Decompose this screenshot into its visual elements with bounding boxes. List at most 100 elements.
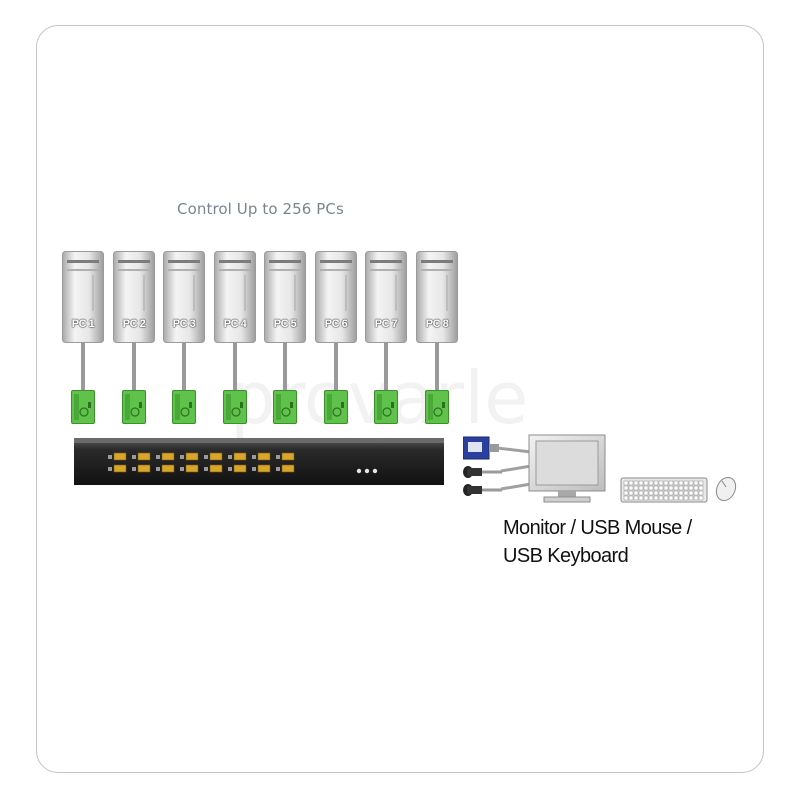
keyboard-key (693, 480, 699, 486)
switch-led (108, 467, 112, 471)
pc-cable (81, 343, 85, 391)
diagram-frame (36, 25, 764, 773)
usb-connector-icon (462, 464, 502, 483)
keyboard-key (678, 485, 684, 491)
keyboard-key (698, 480, 704, 486)
kvm-switch-icon (74, 438, 444, 485)
keyboard-key (648, 480, 654, 486)
pc-label: PC 1 (71, 318, 95, 330)
keyboard-key (663, 495, 669, 501)
keyboard-key (693, 490, 699, 496)
keyboard-key (643, 485, 649, 491)
keyboard-key (668, 495, 674, 501)
monitor-icon (528, 434, 606, 508)
keyboard-key (648, 485, 654, 491)
pc-label: PC 6 (324, 318, 348, 330)
tower-pc-icon: PC 1 (62, 251, 104, 343)
keyboard-key (678, 495, 684, 501)
keyboard-key (683, 480, 689, 486)
kvm-adapter-icon (324, 390, 348, 424)
keyboard-key (688, 480, 694, 486)
mouse-icon (712, 475, 740, 507)
keyboard-key (663, 490, 669, 496)
switch-led (276, 455, 280, 459)
keyboard-key (698, 495, 704, 501)
keyboard-key (658, 495, 664, 501)
switch-port (281, 452, 295, 461)
pc-cable (283, 343, 287, 391)
switch-led (252, 467, 256, 471)
diagram-title: Control Up to 256 PCs (177, 200, 344, 218)
keyboard-key (688, 495, 694, 501)
pc-label: PC 2 (122, 318, 146, 330)
pc-cable (132, 343, 136, 391)
keyboard-key (693, 485, 699, 491)
keyboard-key (628, 480, 634, 486)
keyboard-key (623, 485, 629, 491)
keyboard-key (638, 480, 644, 486)
pc-cable (233, 343, 237, 391)
keyboard-key (633, 490, 639, 496)
pc-label: PC 3 (172, 318, 196, 330)
switch-port (233, 452, 247, 461)
usb-connector-icon (462, 482, 502, 501)
keyboard-key (668, 485, 674, 491)
pc-label: PC 4 (223, 318, 247, 330)
keyboard-key (623, 490, 629, 496)
keyboard-key (653, 490, 659, 496)
switch-led (276, 467, 280, 471)
switch-port (137, 452, 151, 461)
keyboard-key (698, 490, 704, 496)
keyboard-key (668, 490, 674, 496)
keyboard-key (673, 495, 679, 501)
keyboard-key (628, 485, 634, 491)
kvm-adapter-icon (71, 390, 95, 424)
keyboard-key (668, 480, 674, 486)
pc-cable (182, 343, 186, 391)
tower-pc-icon: PC 3 (163, 251, 205, 343)
console-caption: Monitor / USB Mouse / USB Keyboard (503, 514, 692, 570)
keyboard-key (673, 485, 679, 491)
vga-connector-icon (462, 434, 499, 466)
keyboard-key (628, 490, 634, 496)
keyboard-key (683, 490, 689, 496)
switch-led (180, 455, 184, 459)
switch-led (228, 467, 232, 471)
pc-label: PC 7 (374, 318, 398, 330)
switch-port (137, 464, 151, 473)
keyboard-key (693, 495, 699, 501)
pc-label: PC 8 (425, 318, 449, 330)
switch-led (204, 455, 208, 459)
tower-pc-icon: PC 5 (264, 251, 306, 343)
tower-pc-icon: PC 4 (214, 251, 256, 343)
tower-pc-icon: PC 2 (113, 251, 155, 343)
kvm-adapter-icon (273, 390, 297, 424)
keyboard-key (673, 480, 679, 486)
kvm-adapter-icon (172, 390, 196, 424)
pc-label: PC 5 (273, 318, 297, 330)
console-cables (496, 446, 532, 491)
kvm-adapter-icon (122, 390, 146, 424)
switch-port (209, 452, 223, 461)
kvm-adapter-icon (425, 390, 449, 424)
keyboard-key (683, 485, 689, 491)
switch-port (257, 452, 271, 461)
tower-pc-icon: PC 7 (365, 251, 407, 343)
switch-port (185, 464, 199, 473)
keyboard-key (633, 480, 639, 486)
console-caption-line-1: Monitor / USB Mouse / (503, 517, 692, 539)
keyboard-key (673, 490, 679, 496)
switch-led (132, 467, 136, 471)
keyboard-key (638, 485, 644, 491)
tower-pc-icon: PC 8 (416, 251, 458, 343)
switch-port (113, 452, 127, 461)
switch-port (233, 464, 247, 473)
console-caption-line-2: USB Keyboard (503, 545, 629, 567)
keyboard-key (623, 495, 629, 501)
switch-led (108, 455, 112, 459)
keyboard-key (643, 490, 649, 496)
keyboard-key (638, 495, 644, 501)
switch-led (132, 455, 136, 459)
pc-cable (435, 343, 439, 391)
switch-port (161, 452, 175, 461)
